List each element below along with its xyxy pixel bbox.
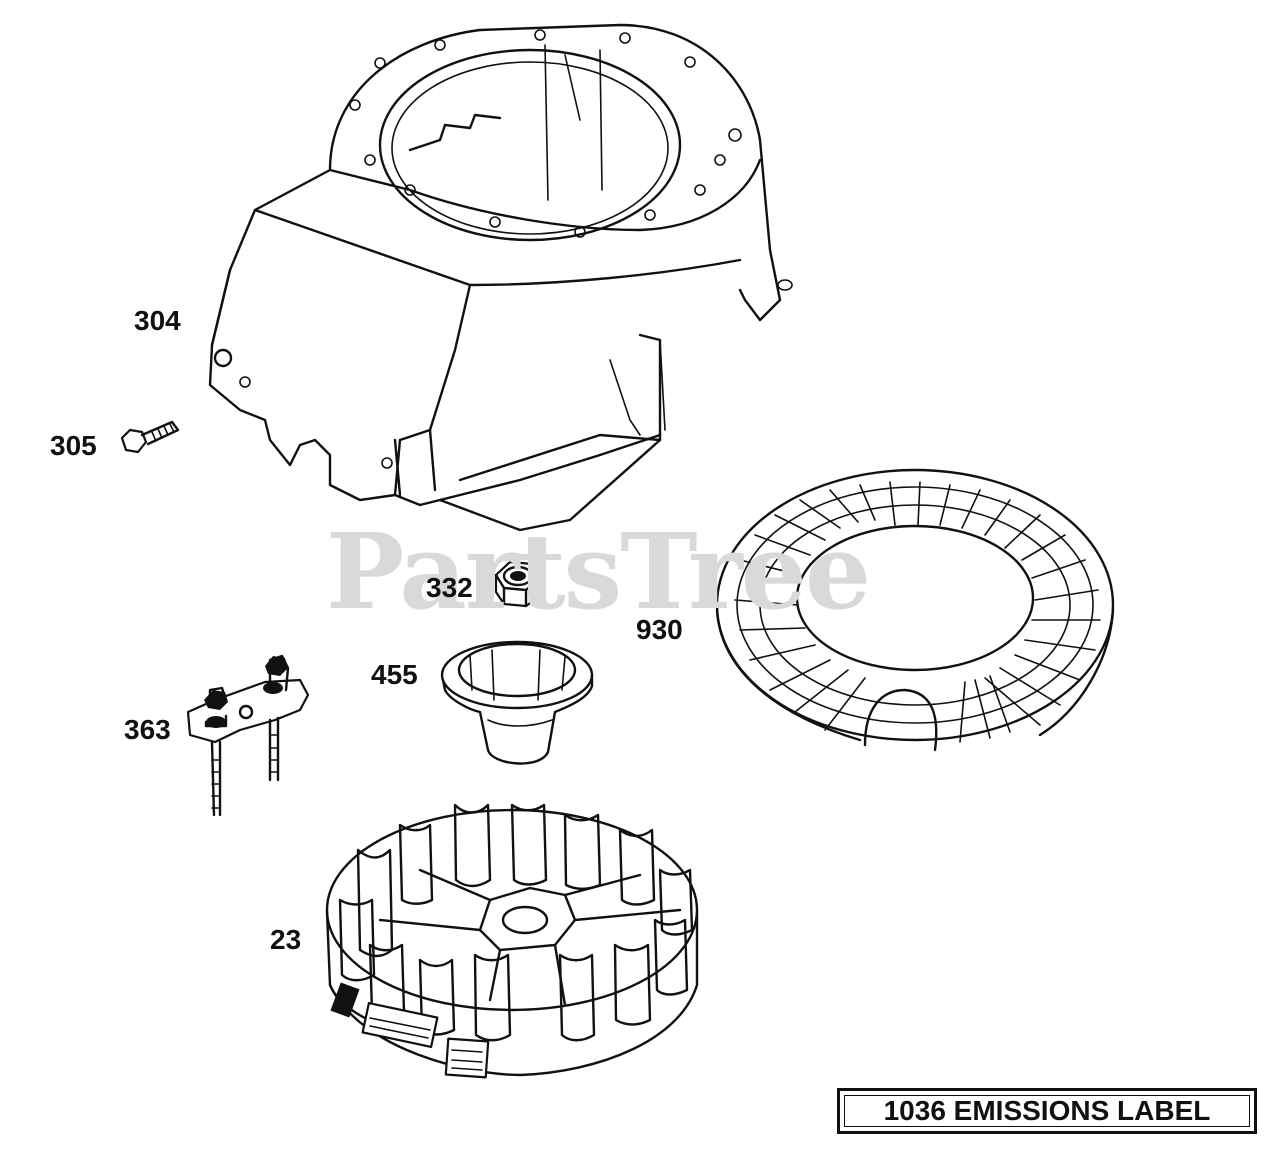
emissions-label-box[interactable]: 1036 EMISSIONS LABEL [837, 1088, 1257, 1134]
part-label-455[interactable]: 455 [371, 659, 418, 690]
part-label-930[interactable]: 930 [636, 614, 683, 645]
blower-housing-drawing [208, 23, 793, 532]
fan-screen-drawing [715, 468, 1115, 752]
watermark-text: PartsTree [326, 510, 871, 633]
part-label-305[interactable]: 305 [50, 430, 97, 461]
emissions-label-text: 1036 EMISSIONS LABEL [883, 1095, 1211, 1126]
starter-cup-drawing [440, 640, 594, 765]
part-label-304[interactable]: 304 [134, 305, 181, 336]
part-label-23[interactable]: 23 [270, 924, 302, 955]
part-label-332[interactable]: 332 [426, 572, 473, 603]
flywheel-drawing [325, 803, 699, 1079]
nut-drawing [494, 560, 542, 608]
bolt-drawing [120, 420, 180, 454]
bracket-drawing [186, 654, 310, 817]
part-label-363[interactable]: 363 [124, 714, 171, 745]
